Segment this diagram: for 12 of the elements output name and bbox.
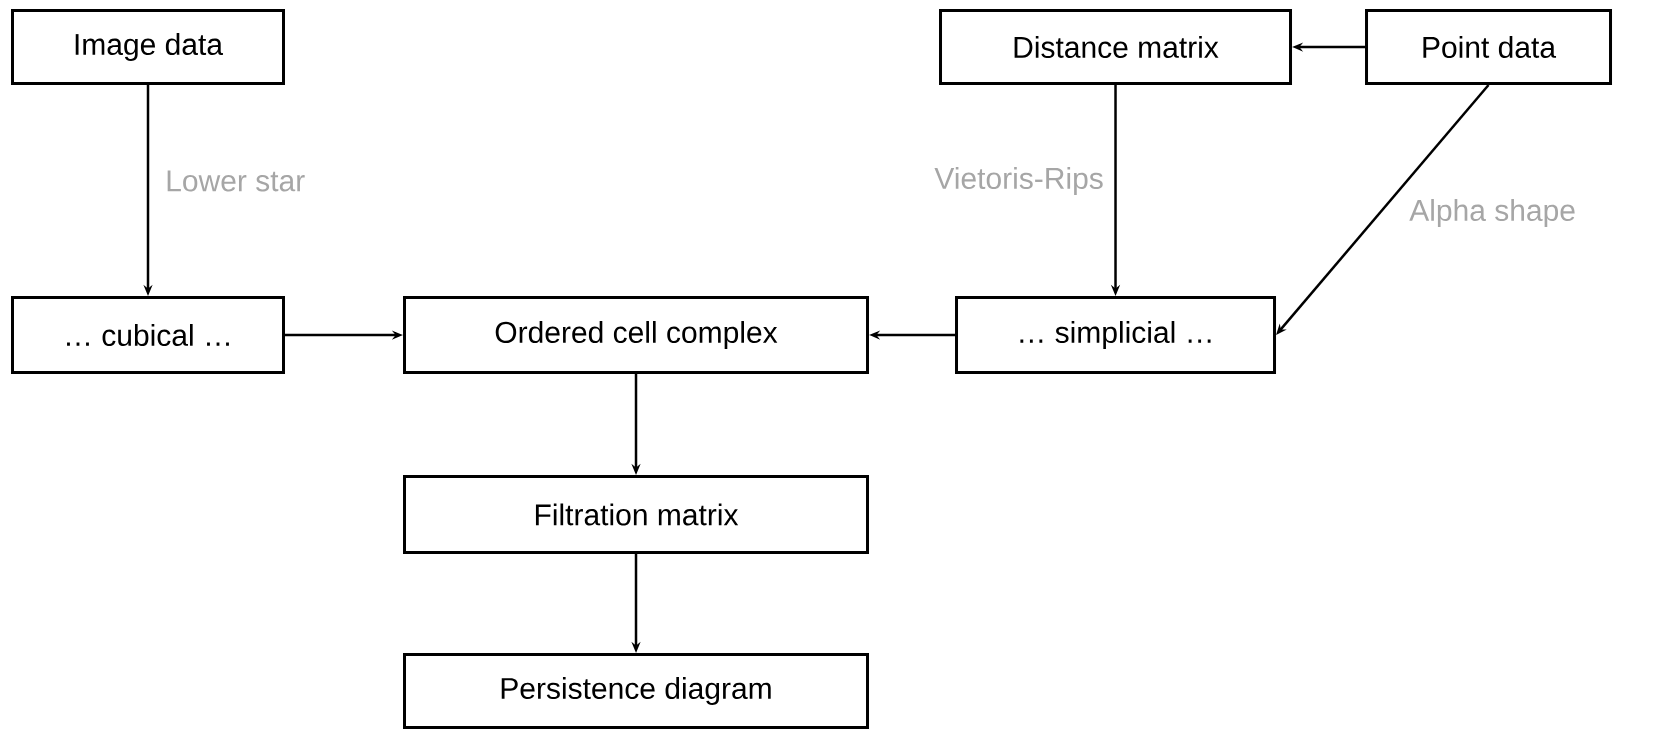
process-box: Filtration matrix <box>403 475 869 554</box>
arrow <box>1276 84 1490 335</box>
process-box: Persistence diagram <box>403 653 869 729</box>
edge-label: Lower star <box>167 170 305 192</box>
edge-label: Vietoris-Rips <box>934 167 1103 195</box>
process-box: … simplicial … <box>955 296 1276 374</box>
process-box: Ordered cell complex <box>403 296 869 374</box>
edge-label: Alpha shape <box>1409 199 1575 227</box>
process-box: Point data <box>1365 9 1612 85</box>
process-box: Distance matrix <box>939 9 1292 85</box>
process-box: Image data <box>11 9 285 85</box>
process-box: … cubical … <box>11 296 285 374</box>
